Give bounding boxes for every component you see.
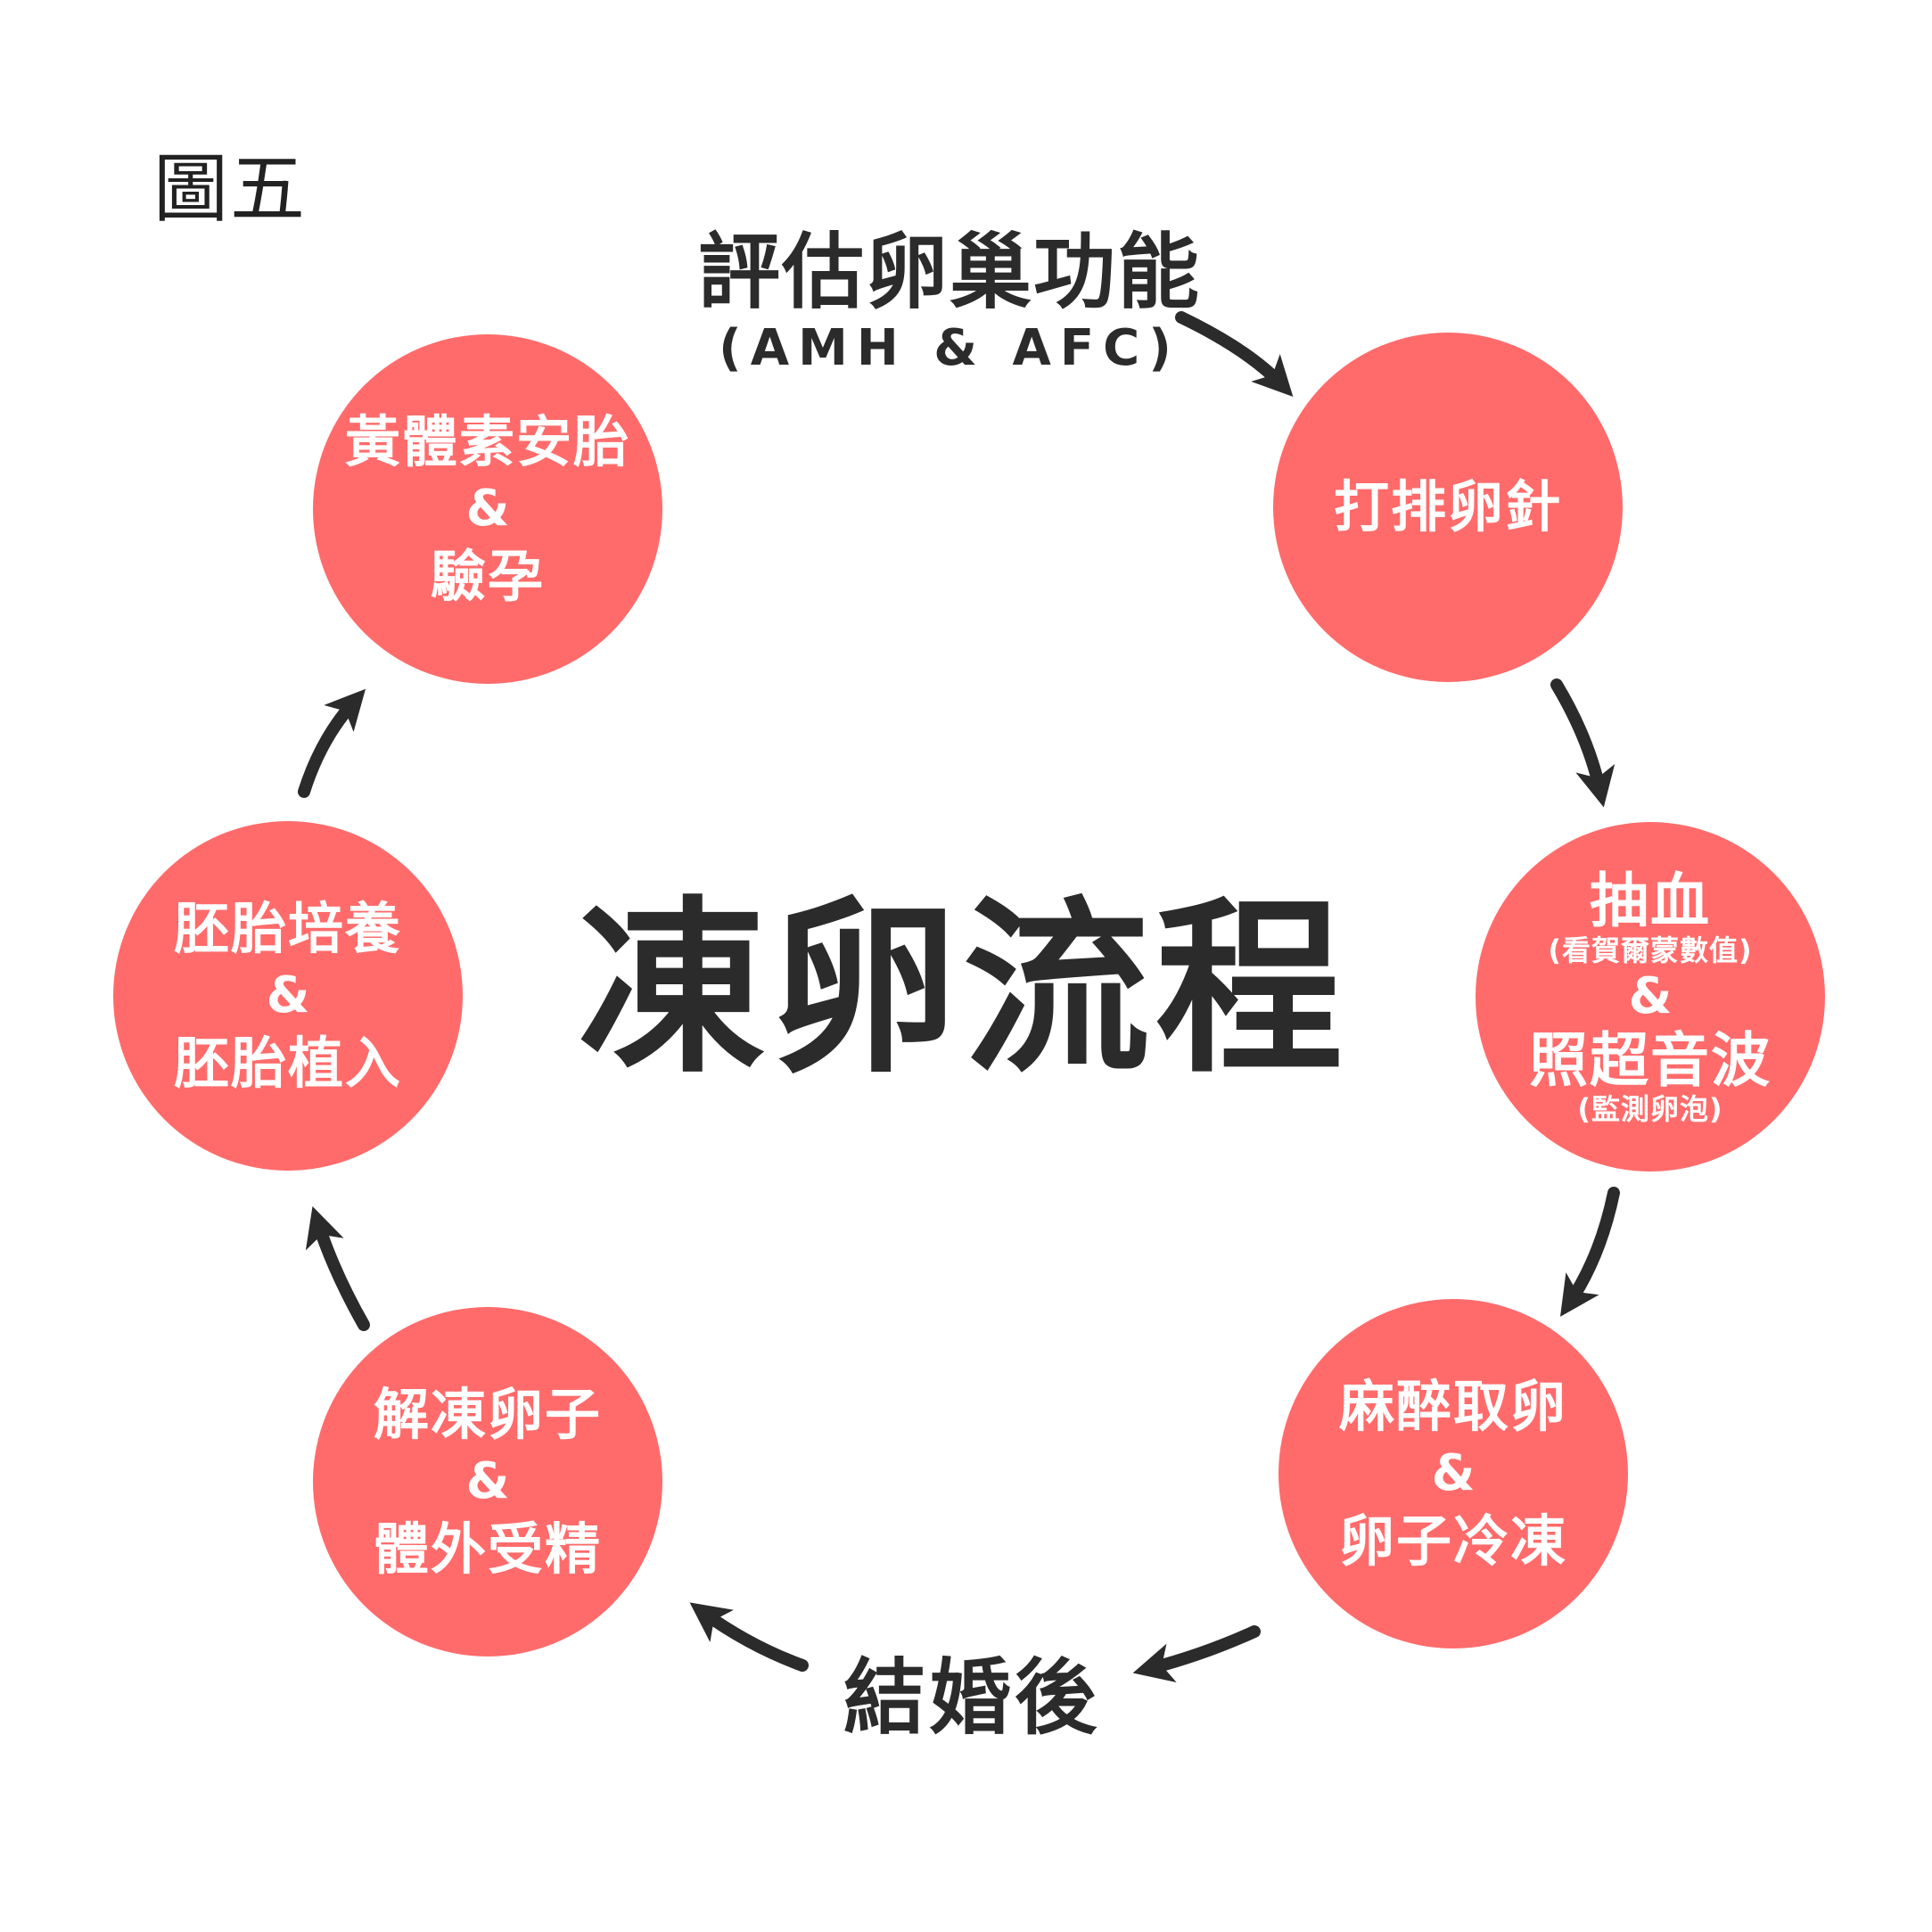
step-label-1: 胚胎培養 [173,895,402,961]
arrow-start-to-injection [1175,311,1294,397]
arrow-injection-to-blood-test [1550,678,1615,808]
step-progesterone-pregnancy-test: 黃體素安胎 & 驗孕 [313,334,662,684]
step-thaw-fertilization: 解凍卵子 & 體外受精 [313,1307,662,1657]
ampersand: & [1431,1444,1476,1503]
start-step-note: (AMH & AFC) [719,319,1180,378]
step-egg-retrieval-freezing: 麻醉取卵 & 卵子冷凍 [1278,1299,1628,1648]
start-step-label: 評估卵巢功能 [697,225,1201,320]
diagram-title: 凍卵流程 [577,880,1348,1098]
step-label: 打排卵針 [1333,474,1562,540]
arrow-embryo-to-progesterone [298,688,366,798]
step-ovulation-injection: 打排卵針 [1273,333,1623,682]
arrow-thaw-to-embryo [305,1205,370,1331]
step-note-2: (監測卵泡) [1577,1092,1723,1127]
ampersand: & [266,966,310,1025]
ampersand: & [465,1452,510,1511]
step-label-2: 卵子冷凍 [1338,1508,1567,1574]
ampersand: & [465,480,510,538]
step-embryo-culture-transfer: 胚胎培養 & 胚胎植入 [113,821,463,1171]
after-marriage-label: 結婚後 [843,1650,1100,1746]
step-label-1: 解凍卵子 [373,1381,602,1447]
start-step: 評估卵巢功能 (AMH & AFC) [678,227,1221,376]
step-blood-test-ultrasound: 抽血 (看賀爾蒙數值) & 照超音波 (監測卵泡) [1476,822,1825,1172]
arrow-after-marriage-to-thaw [689,1602,809,1672]
arrow-blood-test-to-retrieval [1559,1187,1620,1317]
step-label-1: 黃體素安胎 [344,408,630,474]
step-label-2: 胚胎植入 [173,1030,402,1096]
step-label-2: 體外受精 [373,1516,602,1582]
step-label-2: 照超音波 [1529,1025,1772,1095]
figure-label: 圖五 [153,145,308,233]
arrow-retrieval-to-after-marriage [1132,1625,1261,1682]
step-label-1: 抽血 [1590,867,1711,936]
ampersand: & [1628,967,1673,1026]
step-label-1: 麻醉取卵 [1338,1373,1567,1439]
step-label-2: 驗孕 [430,543,545,609]
step-note-1: (看賀爾蒙數值) [1548,933,1753,968]
